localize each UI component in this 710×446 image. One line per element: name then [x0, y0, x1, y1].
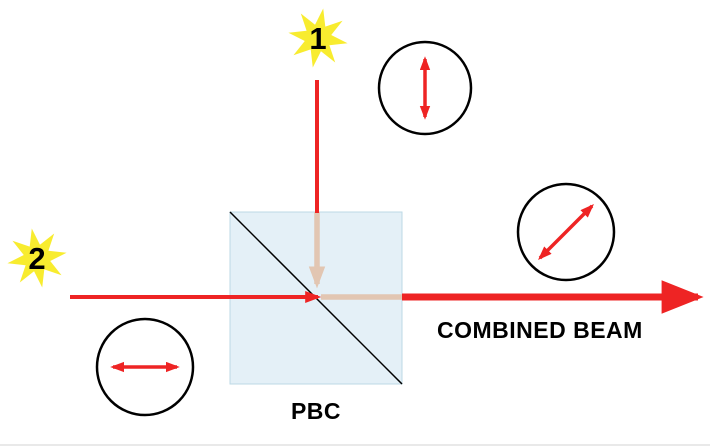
- source-2-number: 2: [28, 241, 45, 276]
- horizontal-polarization-icon: [95, 317, 195, 417]
- star-burst-icon: [7, 228, 67, 288]
- pbc-label: PBC: [291, 398, 341, 424]
- vertical-polarization-icon: [377, 40, 473, 136]
- source-1-number: 1: [309, 21, 326, 56]
- star-burst-icon: [288, 8, 348, 68]
- source-2-star-icon: 2: [7, 228, 67, 288]
- diagonal-polarization-icon: [516, 182, 616, 282]
- combined-beam-label: COMBINED BEAM: [437, 317, 643, 343]
- diagonal-double-arrow-icon: [538, 204, 594, 260]
- source-1-star-icon: 1: [288, 8, 348, 68]
